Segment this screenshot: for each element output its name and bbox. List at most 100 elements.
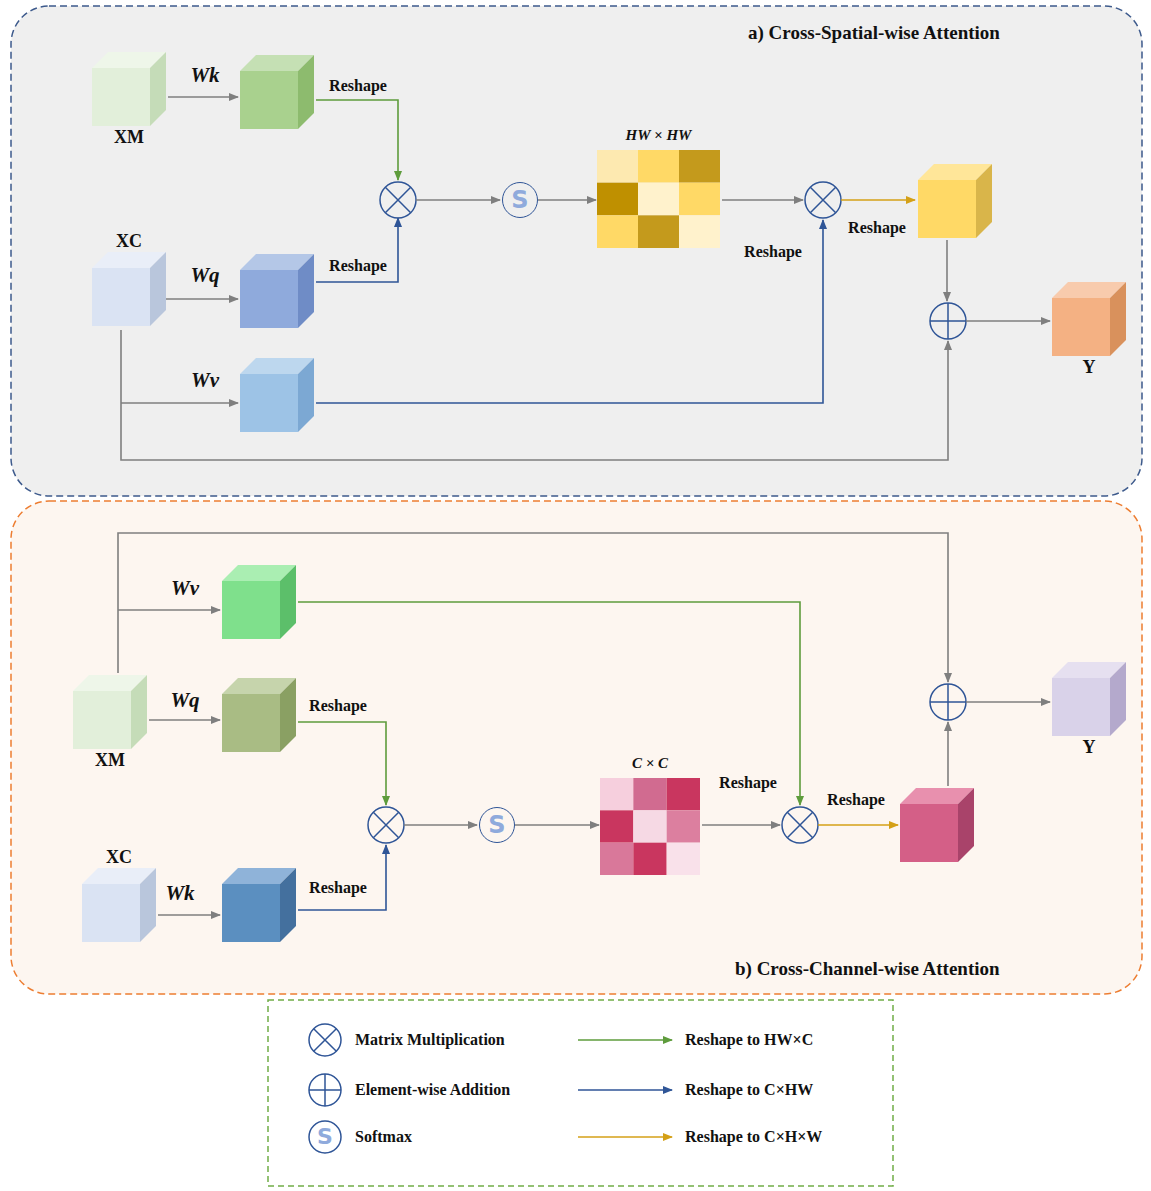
reshape-wire: [316, 218, 398, 282]
feature-cube: [73, 675, 147, 749]
flow-arrow: [515, 824, 599, 826]
feature-cube: [82, 868, 156, 942]
matrix-cell: [600, 810, 633, 842]
cube-face: [1110, 662, 1126, 736]
feature-cube: [1052, 282, 1126, 356]
matrix-cell: [638, 183, 679, 216]
cube-face: [976, 164, 992, 238]
reshape-label: Reshape: [744, 244, 802, 260]
matrix-cell: [597, 150, 638, 183]
output-cube: Y: [1052, 282, 1126, 379]
wire: [722, 199, 803, 201]
symbol-circle: [930, 303, 966, 339]
panel-ground: [11, 6, 1142, 496]
softmax-circle: S: [502, 182, 538, 218]
matrix-size-label: HW × HW: [597, 127, 720, 144]
weight-label: Wk: [190, 65, 219, 86]
feature-cube: [92, 252, 166, 326]
cube-face: [298, 55, 314, 129]
wire: [166, 298, 238, 300]
panel-title: a) Cross-Spatial-wise Attention: [748, 22, 1000, 44]
cube-face: [280, 868, 296, 942]
node-label: Y: [1052, 356, 1126, 379]
feature-cube: [1052, 662, 1126, 736]
matrix-cell: [633, 810, 666, 842]
attention-panel: a) Cross-Spatial-wise AttentionXMXCSHW ×…: [10, 5, 1143, 497]
reshape-wire: [841, 199, 915, 201]
reshape-wire: [316, 220, 823, 403]
reshape-label: Reshape: [309, 880, 367, 896]
cube-face: [958, 788, 974, 862]
weight-label: Wv: [171, 578, 199, 599]
reshape-label: Reshape: [827, 792, 885, 808]
reshape-wire: [298, 602, 800, 805]
cube-face: [222, 694, 280, 752]
cube-face: [240, 374, 298, 432]
wire: [947, 722, 949, 786]
symbol-circle: [368, 807, 404, 843]
flow-arrow: [538, 199, 596, 201]
wire: [404, 824, 477, 826]
legend-text: Reshape to HW×C: [685, 1031, 813, 1049]
symbol-circle: [782, 807, 818, 843]
legend-matmul-symbol: [309, 1024, 341, 1056]
attention-panel: b) Cross-Channel-wise AttentionXMXCSC × …: [10, 500, 1143, 995]
cube-face: [73, 691, 131, 749]
wire: [168, 96, 238, 98]
matrix-cell: [597, 215, 638, 248]
wire: [946, 240, 948, 301]
cube-face: [140, 868, 156, 942]
reshape-wire: [298, 845, 386, 910]
output-cube: [900, 788, 974, 862]
panel-border: [11, 501, 1142, 994]
cube-face: [150, 52, 166, 126]
matmul-symbol: [368, 807, 404, 843]
node-label: XM: [73, 749, 147, 772]
cube-face: [150, 252, 166, 326]
cube-face: [222, 581, 280, 639]
cube-face: [900, 804, 958, 862]
matmul-symbol: [805, 182, 841, 218]
reshape-wire: [818, 824, 898, 826]
cube-face: [1052, 678, 1110, 736]
panel-ground: [11, 501, 1142, 994]
attention-matrix: HW × HW: [597, 127, 720, 248]
panel-border: [11, 6, 1142, 496]
matrix-cell: [667, 778, 700, 810]
attention-matrix-grid: [600, 778, 700, 875]
matrix-size-label: C × C: [600, 755, 700, 772]
symbol-circle: [930, 684, 966, 720]
node-label: XC: [92, 230, 166, 253]
matmul-symbol: [782, 807, 818, 843]
residual-wire: [118, 533, 948, 682]
legend-add-symbol: [309, 1074, 341, 1106]
legend-line-sample: [578, 1136, 672, 1138]
matrix-cell: [633, 778, 666, 810]
matrix-cell: [679, 150, 720, 183]
cube-face: [92, 68, 150, 126]
cube-face: [240, 270, 298, 328]
matrix-cell: [600, 843, 633, 875]
node-label: Y: [1052, 736, 1126, 759]
wire: [416, 199, 500, 201]
cube-face: [918, 180, 976, 238]
symbol-plus: [930, 303, 966, 339]
reshape-label: Reshape: [309, 698, 367, 714]
matrix-cell: [679, 215, 720, 248]
weight-label: Wq: [190, 265, 219, 286]
symbol-circle: [380, 182, 416, 218]
key-cube: [240, 55, 314, 129]
cube-face: [222, 884, 280, 942]
value-cube: [222, 565, 296, 639]
node-label: XC: [82, 846, 156, 869]
symbol-cross: [810, 187, 835, 212]
matrix-cell: [679, 183, 720, 216]
cube-face: [280, 565, 296, 639]
symbol-plus: [309, 1074, 341, 1106]
matrix-cell: [633, 843, 666, 875]
attention-matrix: C × C: [600, 755, 700, 875]
residual-wire: [121, 330, 948, 460]
legend-text: Softmax: [355, 1128, 412, 1146]
symbol-plus: [930, 684, 966, 720]
